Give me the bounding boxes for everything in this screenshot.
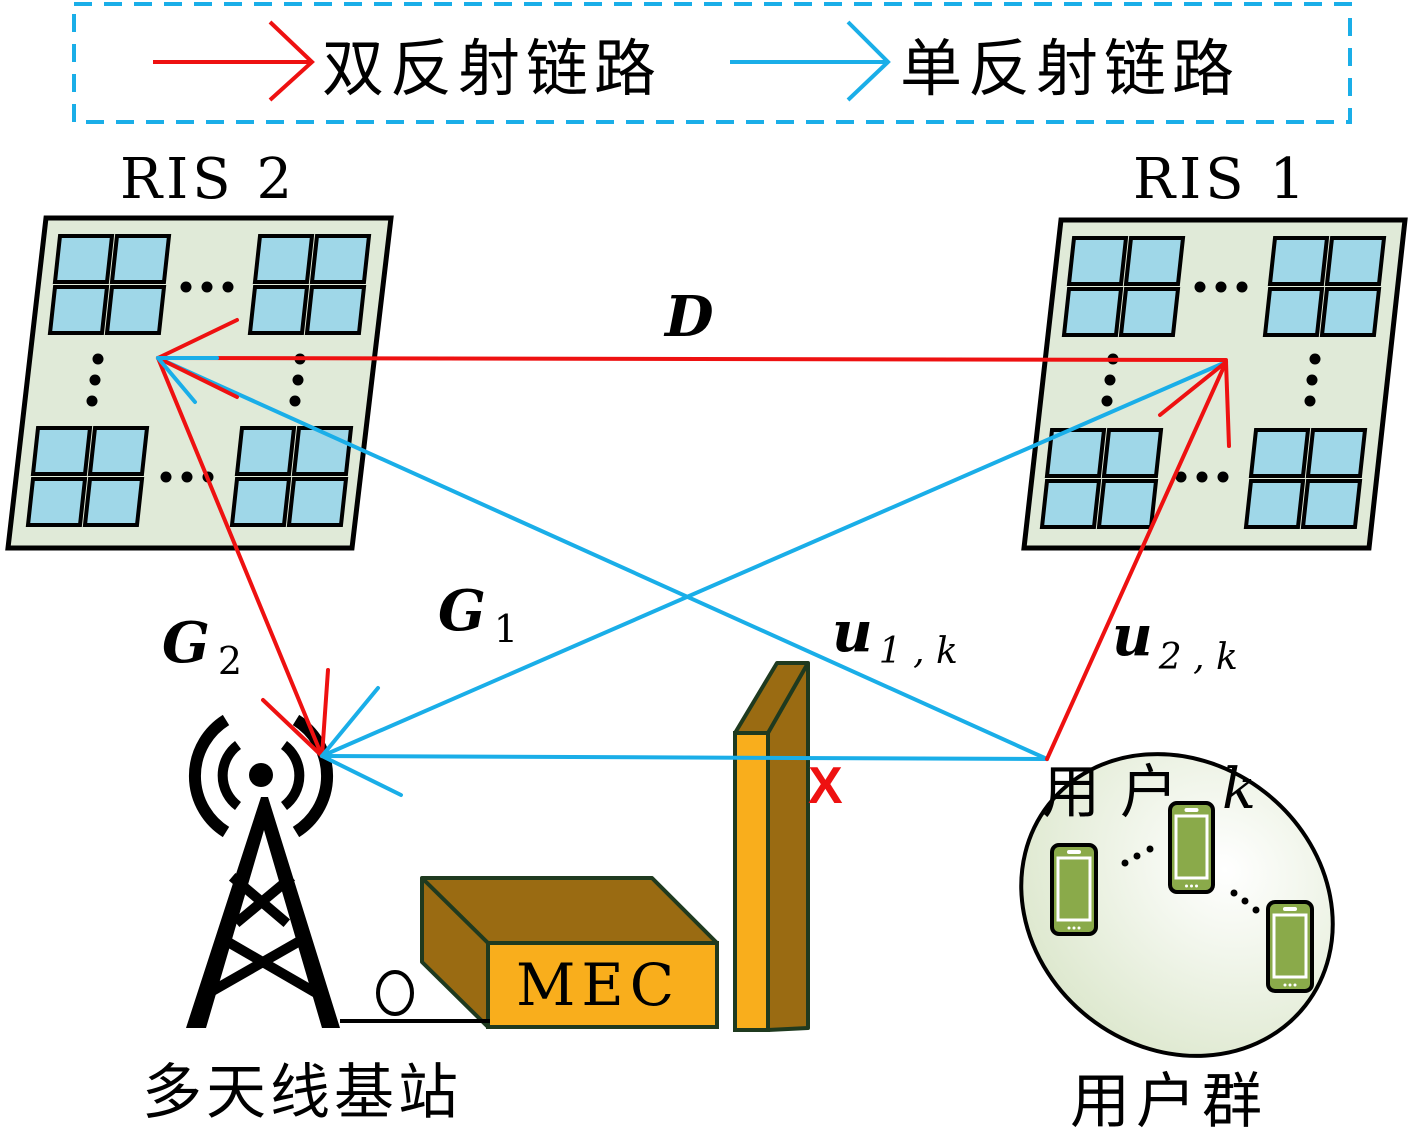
arrowhead-ris2-icon <box>156 318 239 404</box>
ris-element <box>104 285 167 335</box>
user-k-label: 用户 <box>1042 758 1198 826</box>
ris-element <box>252 234 315 284</box>
ris-element <box>234 426 297 476</box>
ris2-label: RIS 2 <box>120 147 296 212</box>
ris-element <box>1262 287 1325 337</box>
user-dots-icon <box>1121 845 1260 914</box>
ris-element <box>1066 236 1129 286</box>
ris-element <box>1300 479 1363 529</box>
ris-element <box>1267 236 1330 286</box>
ris-element <box>1039 479 1102 529</box>
base-station-label: 多天线基站 <box>142 1058 462 1128</box>
ris-element <box>1118 287 1181 337</box>
ris2-dots-icon <box>86 281 306 483</box>
ris-element <box>1248 428 1311 478</box>
blocked-mark: X <box>808 757 843 815</box>
smartphone-icon <box>1050 843 1098 936</box>
legend-single-reflection-label: 单反射链路 <box>900 32 1240 105</box>
direct-link <box>320 754 1049 761</box>
ris-element <box>1319 287 1382 337</box>
ris2-panel <box>5 215 394 551</box>
ris-element <box>286 477 349 527</box>
ris-element <box>1305 428 1368 478</box>
ris-element <box>229 477 292 527</box>
mec-server: MEC <box>420 876 719 1029</box>
ris-element <box>1061 287 1124 337</box>
legend-double-reflection-label: 双反射链路 <box>322 32 662 105</box>
mec-label: MEC <box>516 951 680 1019</box>
links <box>156 318 1231 797</box>
ris-element <box>247 285 310 335</box>
ris-element <box>82 477 145 527</box>
ris-element <box>109 234 172 284</box>
obstacle-wall <box>733 661 810 1032</box>
channel-d-label: D <box>663 284 714 350</box>
legend: 双反射链路 单反射链路 <box>72 2 1352 124</box>
u1k-link <box>156 356 1049 761</box>
ris-element <box>87 426 150 476</box>
ris-element <box>1101 428 1164 478</box>
arrowhead-bs-icon <box>261 668 403 797</box>
ris-element <box>1123 236 1186 286</box>
ris-element <box>309 234 372 284</box>
ris1-elements <box>1039 236 1387 529</box>
ris2-elements <box>25 234 372 527</box>
ris-element <box>304 285 367 335</box>
antenna-tower-icon <box>186 714 340 1028</box>
ris-element <box>1044 428 1107 478</box>
user-k-symbol: k <box>1222 757 1256 822</box>
legend-double-reflection-arrow-icon <box>153 20 315 102</box>
ris-element <box>291 426 354 476</box>
user-group-label: 用户群 <box>1070 1067 1268 1135</box>
ris-element <box>25 477 88 527</box>
ris-element <box>47 285 110 335</box>
ris-element <box>30 426 93 476</box>
user-phones <box>1050 801 1314 993</box>
legend-single-reflection-arrow-icon <box>730 20 891 102</box>
u2k-link <box>1045 360 1228 761</box>
g1-link <box>320 360 1228 758</box>
user-group: 用户 k <box>1019 752 1335 1058</box>
ris-element <box>1324 236 1387 286</box>
cable-connector-icon <box>376 970 414 1016</box>
g2-link <box>156 356 324 758</box>
ris-element <box>52 234 115 284</box>
smartphone-icon <box>1168 801 1215 894</box>
smartphone-icon <box>1266 900 1314 993</box>
legend-border <box>72 2 1352 124</box>
ris-element <box>1096 479 1159 529</box>
d-link <box>156 356 1228 362</box>
arrowhead-ris1-icon <box>1158 360 1231 448</box>
ris-element <box>1243 479 1306 529</box>
ris1-label: RIS 1 <box>1133 147 1309 212</box>
